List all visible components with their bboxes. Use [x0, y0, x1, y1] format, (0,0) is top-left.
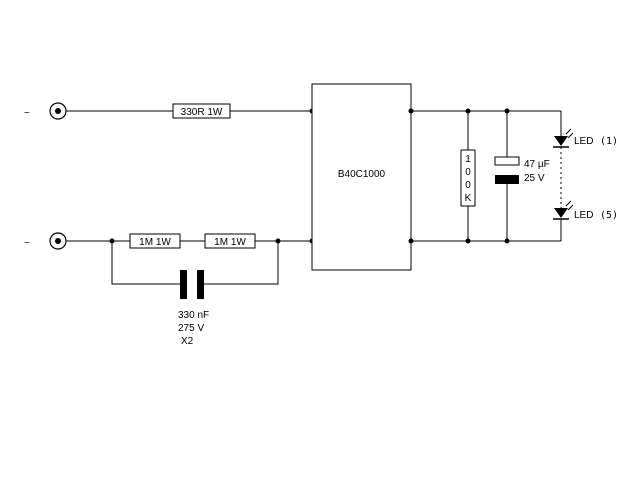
capacitor-x2-plate-left [180, 270, 187, 299]
led-top-ray-1 [565, 128, 572, 135]
led-bottom [553, 200, 574, 220]
resistor-330r-label: 330R 1W [181, 107, 223, 118]
ac-symbol-top: ~ [24, 108, 30, 119]
terminal-bottom-inner [55, 238, 61, 244]
bridge-rectifier-label: B40C1000 [338, 169, 386, 180]
capacitor-x2-class: X2 [181, 336, 194, 347]
led-top [553, 128, 574, 148]
capacitor-x2-voltage: 275 V [178, 323, 204, 334]
led-top-triangle [554, 136, 568, 146]
led-bottom-ray-2 [567, 204, 574, 211]
led-top-label: LED [574, 136, 593, 147]
resistor-100k-char-1: 1 [465, 154, 471, 165]
ac-symbol-bottom: ~ [24, 238, 30, 249]
led-bottom-triangle [554, 208, 568, 218]
wire-cap-right [204, 241, 279, 285]
led-bottom-ray-1 [565, 200, 572, 207]
led-bottom-label: LED [574, 210, 593, 221]
terminal-top-inner [55, 108, 61, 114]
wire-cap-left [111, 241, 180, 285]
resistor-1m-a-label: 1M 1W [139, 237, 171, 248]
capacitor-x2-value: 330 nF [178, 310, 209, 321]
bridge-rectifier [311, 83, 412, 271]
resistor-100k-char-3: 0 [465, 180, 471, 191]
resistor-1m-b-label: 1M 1W [214, 237, 246, 248]
led-top-ray-2 [567, 132, 574, 139]
led-top-index: (1) [600, 136, 618, 147]
electrolytic-plate-positive [494, 156, 520, 166]
resistor-100k-char-2: 0 [465, 167, 471, 178]
electrolytic-plate-negative [495, 175, 519, 184]
electrolytic-voltage: 25 V [524, 173, 545, 184]
capacitor-x2-plate-right [197, 270, 204, 299]
led-bottom-index: (5) [600, 210, 618, 221]
resistor-100k-char-4: K [465, 193, 472, 204]
electrolytic-value: 47 µF [524, 159, 550, 170]
